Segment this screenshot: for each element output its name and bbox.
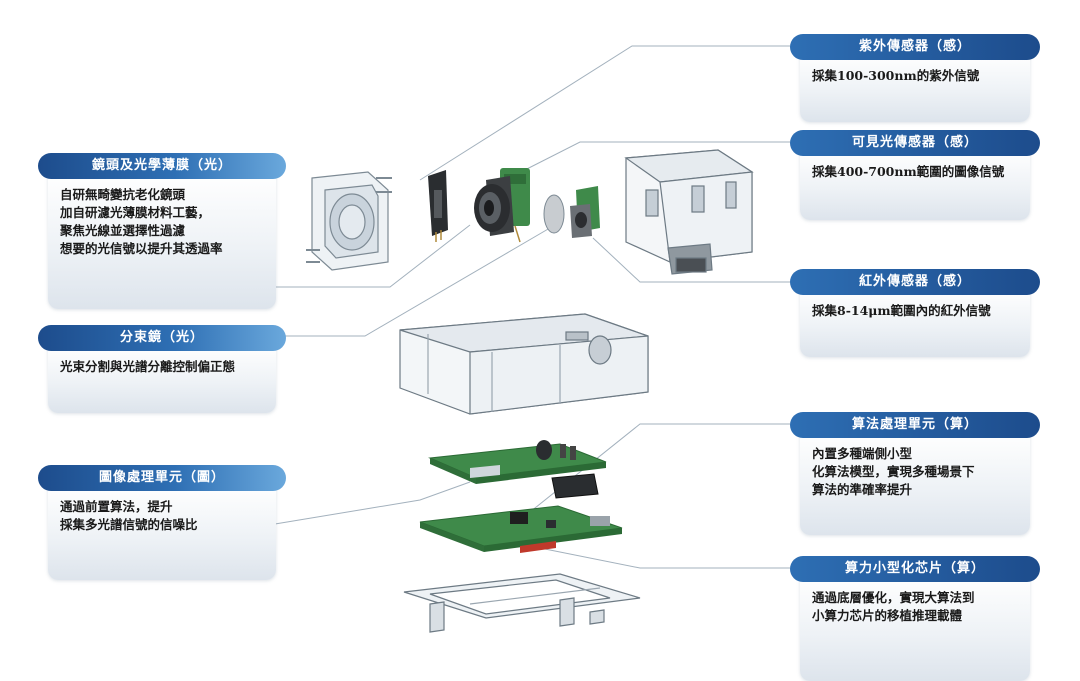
leader-line-chip: [539, 547, 790, 569]
callout-visible-sensor: 可見光傳感器（感） 採集400-700nm範圍的圖像信號: [790, 130, 1040, 220]
algorithm-chip-module: [551, 473, 599, 499]
callout-chip-title: 算力小型化芯片（算）: [790, 556, 1040, 582]
callout-algorithm-title: 算法處理單元（算）: [790, 412, 1040, 438]
callout-lens-line-2: 加自研濾光薄膜材料工藝，: [60, 205, 211, 220]
callout-lens-optical-film: 鏡頭及光學薄膜（光） 自研無畸變抗老化鏡頭 加自研濾光薄膜材料工藝， 聚焦光線並…: [38, 153, 286, 309]
callout-visible-line-1: 採集400-700nm範圍的圖像信號: [812, 164, 1005, 179]
callout-chip-line-1: 通過底層優化，實現大算法到: [812, 590, 975, 605]
callout-chip-body: 通過底層優化，實現大算法到 小算力芯片的移植推理載體: [800, 576, 1030, 681]
callout-lens-line-1: 自研無畸變抗老化鏡頭: [60, 187, 186, 202]
callout-lens-title: 鏡頭及光學薄膜（光）: [38, 153, 286, 179]
callout-algorithm-unit: 算法處理單元（算） 內置多種端側小型 化算法模型，實現多種場景下 算法的準確率提…: [790, 412, 1040, 535]
camera-lens-module: [474, 168, 530, 243]
beam-splitter-disc: [543, 194, 565, 234]
callout-image-unit-line-2: 採集多光譜信號的信噪比: [60, 517, 198, 532]
callout-beam-splitter: 分束鏡（光） 光束分割與光譜分離控制偏正態: [38, 325, 286, 413]
housing-upper-transparent: [624, 149, 754, 275]
callout-infrared-title: 紅外傳感器（感）: [790, 269, 1040, 295]
leader-line-splitter: [270, 224, 556, 337]
sensor-board-small: [570, 186, 600, 238]
callout-image-processing-unit: 圖像處理單元（圖） 通過前置算法，提升 採集多光譜信號的信噪比: [38, 465, 286, 580]
callout-lens-body: 自研無畸變抗老化鏡頭 加自研濾光薄膜材料工藝， 聚焦光線並選擇性過濾 想要的光信…: [48, 173, 276, 309]
callout-algorithm-body: 內置多種端側小型 化算法模型，實現多種場景下 算法的準確率提升: [800, 432, 1030, 535]
leader-line-lens: [275, 224, 471, 288]
callout-uv-body: 採集100-300nm的紫外信號: [800, 54, 1030, 122]
callout-visible-title: 可見光傳感器（感）: [790, 130, 1040, 156]
clip-bracket: [428, 170, 448, 242]
leader-line-uv: [419, 45, 790, 181]
callout-uv-sensor: 紫外傳感器（感） 採集100-300nm的紫外信號: [790, 34, 1040, 122]
callout-lens-line-4: 想要的光信號以提升其透過率: [60, 241, 223, 256]
callout-splitter-title: 分束鏡（光）: [38, 325, 286, 351]
leader-line-visible: [514, 141, 790, 176]
callout-lens-line-3: 聚焦光線並選擇性過濾: [60, 223, 186, 238]
callout-infrared-line-1: 採集8-14μm範圍內的紅外信號: [812, 303, 991, 318]
callout-infrared-body: 採集8-14μm範圍內的紅外信號: [800, 289, 1030, 357]
callout-compute-chip: 算力小型化芯片（算） 通過底層優化，實現大算法到 小算力芯片的移植推理載體: [790, 556, 1040, 681]
callout-splitter-line-1: 光束分割與光譜分離控制偏正態: [60, 359, 236, 374]
callout-algorithm-line-1: 內置多種端側小型: [812, 446, 913, 461]
callout-algorithm-line-3: 算法的準確率提升: [812, 482, 913, 497]
callout-uv-line-1: 採集100-300nm的紫外信號: [812, 68, 980, 83]
callout-uv-title: 紫外傳感器（感）: [790, 34, 1040, 60]
callout-chip-line-2: 小算力芯片的移植推理載體: [812, 608, 963, 623]
callout-image-unit-title: 圖像處理單元（圖）: [38, 465, 286, 491]
leader-line-image-unit: [274, 481, 471, 525]
callout-algorithm-line-2: 化算法模型，實現多種場景下: [812, 464, 975, 479]
image-processing-pcb: [428, 440, 607, 484]
lens-holder-frame: [306, 171, 392, 271]
callout-visible-body: 採集400-700nm範圍的圖像信號: [800, 150, 1030, 220]
mounting-plate: [403, 573, 641, 633]
callout-image-unit-line-1: 通過前置算法，提升: [60, 499, 173, 514]
main-pcb: [419, 505, 623, 553]
callout-image-unit-body: 通過前置算法，提升 採集多光譜信號的信噪比: [48, 485, 276, 580]
leader-line-infrared: [592, 237, 790, 283]
housing-middle-transparent: [399, 313, 649, 415]
leader-lines: [270, 45, 790, 569]
callout-infrared-sensor: 紅外傳感器（感） 採集8-14μm範圍內的紅外信號: [790, 269, 1040, 357]
callout-splitter-body: 光束分割與光譜分離控制偏正態: [48, 345, 276, 413]
